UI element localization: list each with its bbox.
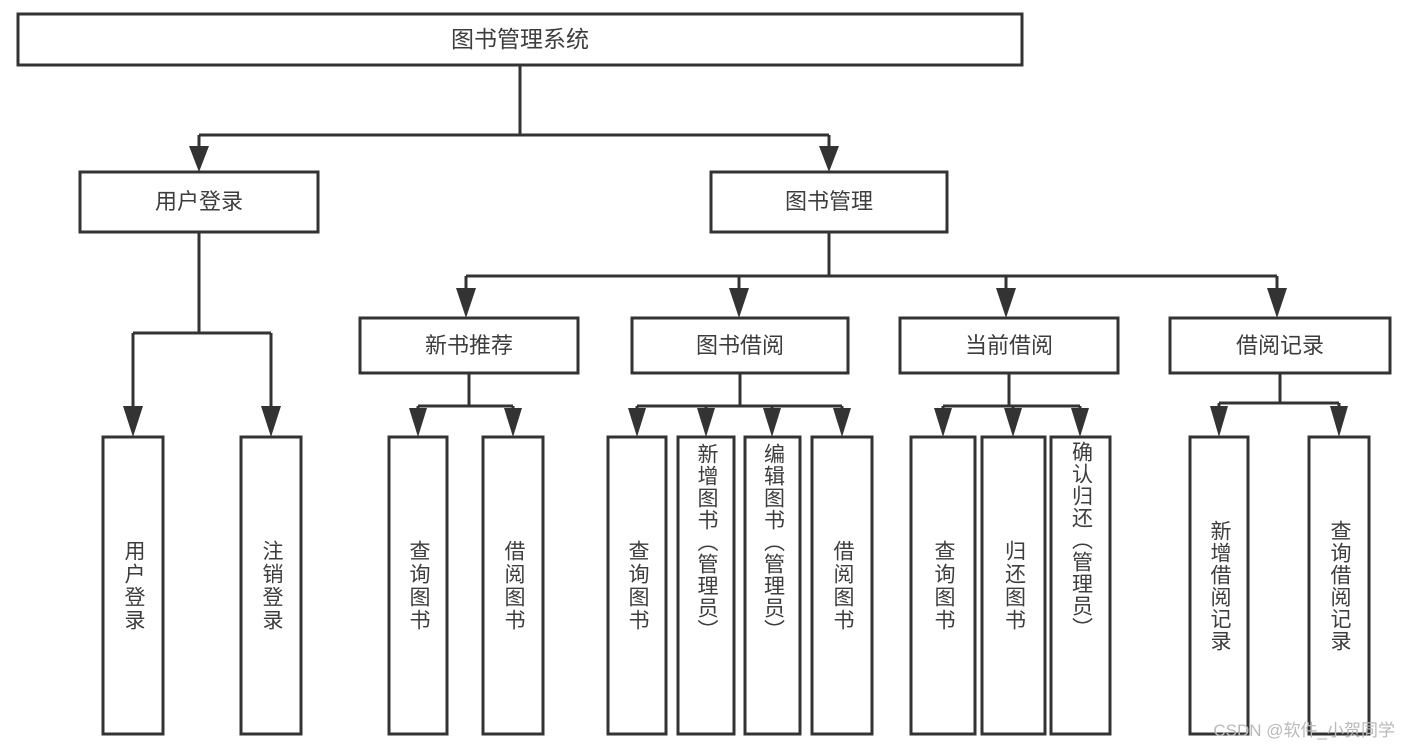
node-user-login-box[interactable]: [78, 170, 320, 234]
arrow-head-borrow-record: [1267, 288, 1287, 318]
node-new-book-rec-box[interactable]: [358, 316, 580, 375]
arrow-head-book-mgmt: [819, 146, 839, 172]
leaf-label-add-record: 新增借阅记录: [1208, 519, 1231, 652]
arrow-head-leaf-return-book: [1004, 408, 1022, 437]
leaf-label-query-record: 查询借阅记录: [1328, 519, 1351, 652]
arrow-head-leaf-add-book: [697, 408, 715, 437]
leaf-label-query-book-rec: 查询图书: [407, 539, 430, 632]
node-root-box[interactable]: [16, 12, 1024, 67]
connector-group-book-mgmt: [456, 232, 1287, 318]
node-book-borrow-box[interactable]: [630, 316, 850, 375]
node-current-borrow-label: 当前借阅: [965, 333, 1053, 358]
leaf-box-borrow-book-brw[interactable]: [810, 435, 874, 736]
leaf-label-borrow-book-rec: 借阅图书: [502, 539, 525, 632]
node-borrow-record-box[interactable]: [1168, 316, 1392, 375]
leaf-box-query-record[interactable]: [1307, 435, 1371, 736]
leaf-label-borrow-book-brw: 借阅图书: [831, 539, 854, 632]
connector-group-book-borrow: [628, 373, 851, 437]
arrow-head-leaf-add-record: [1210, 406, 1228, 437]
connector-group-user-login: [123, 232, 281, 437]
leaf-box-edit-book[interactable]: [743, 435, 802, 736]
leaf-label-edit-book: 编辑图书（管理员）: [761, 443, 785, 641]
arrow-head-leaf-query-book-brw: [628, 408, 646, 437]
leaf-label-query-book-cur: 查询图书: [932, 539, 955, 632]
arrow-head-current-borrow: [996, 288, 1016, 318]
arrow-head-leaf-borrow-book-brw: [833, 408, 851, 437]
leaf-box-add-book[interactable]: [676, 435, 736, 736]
node-book-borrow[interactable]: 图书借阅: [630, 316, 850, 375]
leaf-box-logout[interactable]: [239, 435, 303, 736]
arrow-head-leaf-query-book-cur: [934, 408, 952, 437]
node-book-mgmt-label: 图书管理: [785, 189, 873, 214]
leaf-label-fo-borrow-book-brw: 借阅图书: [831, 539, 854, 632]
leaf-label-fo-return-book: 归还图书: [1002, 539, 1026, 632]
leaf-label-fo-logout: 注销登录: [260, 539, 283, 632]
leaf-box-borrow-book-rec[interactable]: [481, 435, 545, 736]
arrow-head-new-book-rec: [456, 288, 476, 318]
connector-group-new-book-rec: [409, 373, 522, 437]
leaf-label-fo-query-book-rec: 查询图书: [407, 539, 430, 632]
leaf-label-fo-add-record: 新增借阅记录: [1208, 519, 1231, 652]
leaf-box-add-record[interactable]: [1188, 435, 1250, 736]
node-current-borrow-box[interactable]: [898, 316, 1120, 375]
leaf-label-fo-query-book-cur: 查询图书: [932, 539, 955, 632]
node-current-borrow[interactable]: 当前借阅: [898, 316, 1120, 375]
leaf-label-query-book-brw: 查询图书: [626, 539, 649, 632]
arrow-head-user-login: [189, 146, 209, 172]
arrow-head-leaf-query-record: [1330, 406, 1348, 437]
leaf-label-return-book: 归还图书: [1002, 539, 1026, 632]
connector-group-current-borrow: [934, 373, 1089, 437]
leaf-label-group: 用户登录 注销登录 查询图书 借阅图书 查询图书: [122, 441, 1351, 652]
leaf-label-fo-confirm-return: 确认归还（管理员）: [1069, 441, 1093, 639]
leaf-box-group: [101, 435, 1371, 736]
node-borrow-record-label: 借阅记录: [1236, 333, 1324, 358]
leaf-label-fo-borrow-book-rec: 借阅图书: [502, 539, 525, 632]
leaf-label-fo-query-record: 查询借阅记录: [1328, 519, 1351, 652]
leaf-box-return-book[interactable]: [980, 435, 1047, 736]
node-user-login-label: 用户登录: [155, 189, 243, 214]
leaf-label-fo-query-book-brw: 查询图书: [626, 539, 649, 632]
arrow-head-leaf-logout: [261, 406, 281, 437]
arrow-head-leaf-query-book-rec: [409, 408, 427, 437]
arrow-head-book-borrow: [729, 288, 749, 318]
node-new-book-rec[interactable]: 新书推荐: [358, 316, 580, 375]
arrow-head-leaf-borrow-book-rec: [504, 408, 522, 437]
leaf-label-logout: 注销登录: [260, 539, 283, 632]
node-book-mgmt-box[interactable]: [709, 170, 949, 234]
connector-group-root: [189, 65, 839, 172]
leaf-box-query-book-rec[interactable]: [387, 435, 449, 736]
leaf-box-query-book-cur[interactable]: [909, 435, 977, 736]
node-root[interactable]: 图书管理系统: [16, 12, 1024, 67]
leaf-box-confirm-return[interactable]: [1049, 435, 1112, 736]
node-root-label: 图书管理系统: [451, 26, 589, 52]
arrow-head-leaf-user-login: [123, 406, 143, 437]
arrow-head-leaf-edit-book: [763, 408, 781, 437]
leaf-label-fo-add-book: 新增图书（管理员）: [695, 443, 718, 641]
leaf-box-user-login[interactable]: [101, 435, 165, 736]
leaf-label-fo-user-login: 用户登录: [122, 539, 145, 632]
connector-group-borrow-record: [1210, 373, 1348, 437]
node-new-book-rec-label: 新书推荐: [425, 333, 513, 358]
node-book-borrow-label: 图书借阅: [696, 333, 784, 358]
leaf-label-add-book: 新增图书（管理员）: [695, 443, 718, 641]
arrow-head-leaf-confirm-return: [1071, 408, 1089, 437]
leaf-label-user-login: 用户登录: [122, 539, 145, 632]
node-borrow-record[interactable]: 借阅记录: [1168, 316, 1392, 375]
node-book-mgmt[interactable]: 图书管理: [709, 170, 949, 234]
leaf-label-fo-edit-book: 编辑图书（管理员）: [761, 443, 785, 641]
node-user-login[interactable]: 用户登录: [78, 170, 320, 234]
leaf-label-confirm-return: 确认归还（管理员）: [1069, 441, 1093, 639]
leaf-box-query-book-brw[interactable]: [606, 435, 668, 736]
